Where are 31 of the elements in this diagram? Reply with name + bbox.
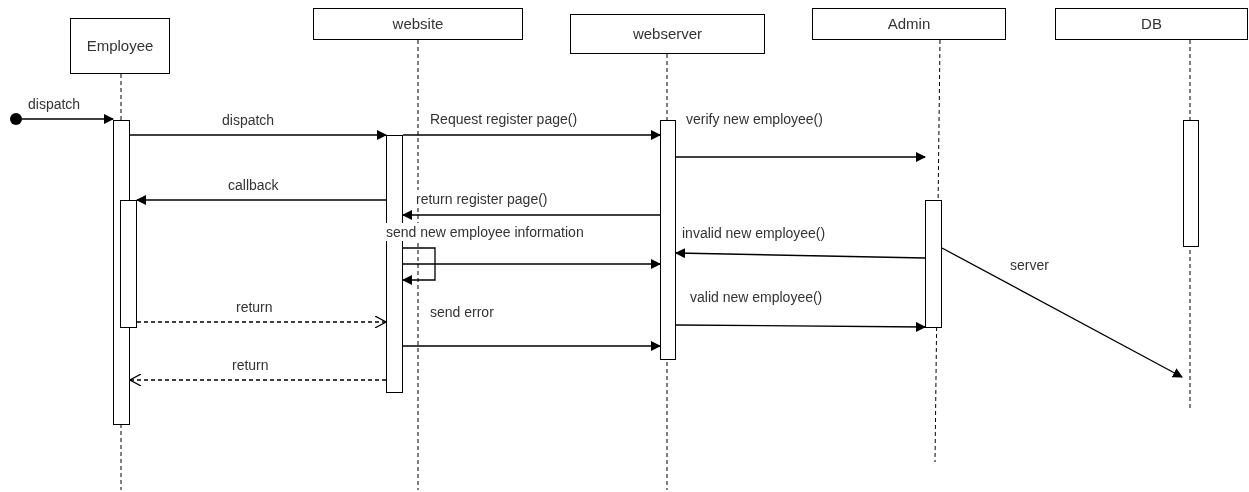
activation-bar bbox=[660, 120, 676, 360]
participant-box: webserver bbox=[570, 14, 765, 54]
message-arrow bbox=[21, 114, 114, 124]
edge-label: verify new employee() bbox=[686, 110, 823, 128]
participant-box: Admin bbox=[812, 8, 1006, 40]
message-arrow bbox=[136, 315, 387, 329]
edge-label: dispatch bbox=[28, 95, 81, 113]
message-arrow bbox=[402, 130, 661, 140]
message-arrow bbox=[675, 321, 926, 332]
participant-box: Employee bbox=[70, 18, 170, 74]
participant-box: DB bbox=[1055, 8, 1248, 40]
edge-label: send new employee information bbox=[386, 223, 584, 241]
message-arrow bbox=[129, 373, 387, 387]
edge-label: return register page() bbox=[416, 190, 548, 208]
message-arrow bbox=[675, 152, 926, 162]
message-arrow bbox=[402, 259, 661, 269]
edge-label: invalid new employee() bbox=[682, 224, 826, 242]
message-arrow bbox=[402, 341, 661, 351]
activation-bar bbox=[1183, 120, 1199, 247]
edge-label: Request register page() bbox=[430, 110, 578, 128]
activation-bar bbox=[120, 200, 137, 328]
message-arrow bbox=[941, 247, 1183, 378]
message-arrow bbox=[402, 210, 661, 220]
message-arrow bbox=[129, 130, 387, 140]
message-arrow bbox=[402, 247, 436, 285]
message-arrow bbox=[675, 248, 926, 259]
edge-label: valid new employee() bbox=[690, 288, 823, 306]
message-arrow bbox=[136, 195, 387, 205]
edge-label: dispatch bbox=[222, 111, 275, 129]
participant-box: website bbox=[313, 8, 523, 40]
activation-bar bbox=[925, 200, 942, 328]
